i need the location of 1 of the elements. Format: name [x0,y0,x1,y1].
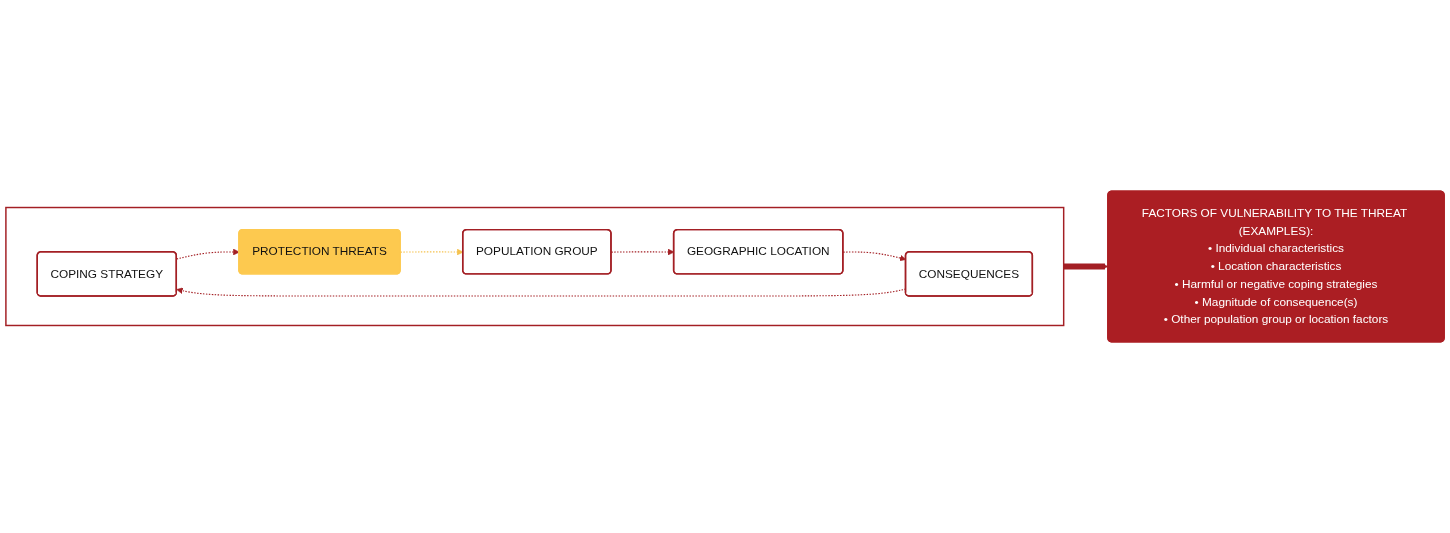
cluster [5,206,1065,327]
